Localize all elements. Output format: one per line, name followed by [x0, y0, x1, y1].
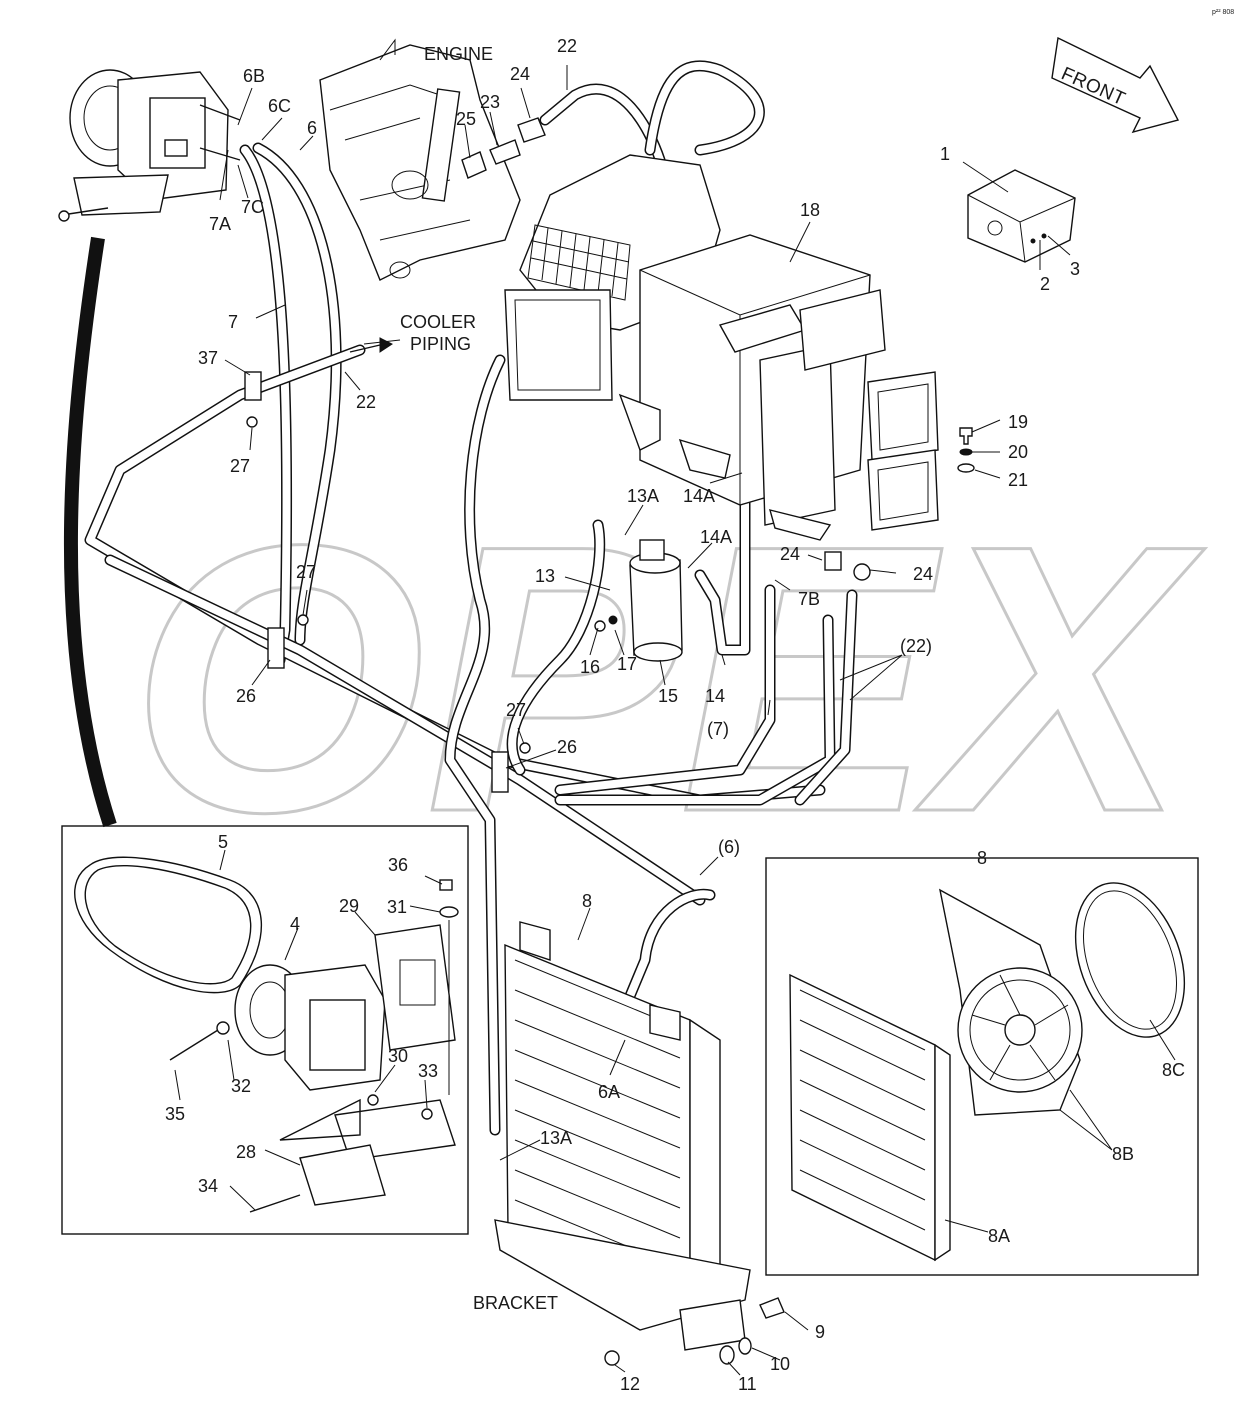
callout: (7): [707, 719, 729, 739]
callout: 8C: [1162, 1060, 1185, 1080]
callout: 4: [290, 914, 300, 934]
callout: 6: [307, 118, 317, 138]
switch-box-1: [967, 169, 1076, 263]
callout: 7: [228, 312, 238, 332]
callout: 21: [1008, 470, 1028, 490]
inset-condenser-fan-detail: [765, 857, 1199, 1276]
callout: 36: [388, 855, 408, 875]
callout: 31: [387, 897, 407, 917]
callout: 26: [236, 686, 256, 706]
callout: 24: [510, 64, 530, 84]
callout: 12: [620, 1374, 640, 1394]
engine-label: ENGINE: [424, 44, 493, 64]
callout: 13A: [627, 486, 659, 506]
callout: 6A: [598, 1082, 620, 1102]
condenser-8: [494, 921, 785, 1366]
watermark: OPEX: [130, 466, 1206, 891]
leader-lines: [174, 65, 1198, 1376]
callout: 35: [165, 1104, 185, 1124]
callout: 14: [705, 686, 725, 706]
callout-numbers: 1 2 3 4 5 6 6A 6B 6C (6) 7 7A 7B 7C (7) …: [165, 36, 1185, 1394]
callout: 7C: [241, 197, 264, 217]
callout: 7A: [209, 214, 231, 234]
callout: (22): [900, 636, 932, 656]
heater-unit-18: [504, 154, 939, 541]
inset-compressor-detail: [61, 825, 469, 1235]
callout: 15: [658, 686, 678, 706]
callout: 13: [535, 566, 555, 586]
callout: 17: [617, 654, 637, 674]
callout: 23: [480, 92, 500, 112]
callout: 8: [977, 848, 987, 868]
callout: 1: [940, 144, 950, 164]
callout: 16: [580, 657, 600, 677]
cooler-piping-arrow: [349, 337, 393, 353]
fittings-24-right: [824, 551, 871, 581]
callout: 29: [339, 896, 359, 916]
fittings-23-25: [461, 117, 546, 179]
callout: 33: [418, 1061, 438, 1081]
callout: 22: [356, 392, 376, 412]
callout: 9: [815, 1322, 825, 1342]
callout: 25: [456, 109, 476, 129]
clamp-37: [244, 371, 262, 401]
callout: 13A: [540, 1128, 572, 1148]
compressor-top: [58, 69, 241, 222]
callout: 5: [218, 832, 228, 852]
callout: 14A: [683, 486, 715, 506]
piping-label: PIPING: [410, 334, 471, 354]
bolts-27: [246, 416, 531, 754]
callout: 30: [388, 1046, 408, 1066]
callout: 26: [557, 737, 577, 757]
callout: 32: [231, 1076, 251, 1096]
corner-code: p²² 808: [1212, 9, 1234, 16]
belt-link-arc: [63, 236, 117, 828]
callout: 28: [236, 1142, 256, 1162]
callout: 18: [800, 200, 820, 220]
callout: 7B: [798, 589, 820, 609]
bolt-stack-19-21: [957, 427, 975, 473]
callout: 6C: [268, 96, 291, 116]
callout: 6B: [243, 66, 265, 86]
callout: 3: [1070, 259, 1080, 279]
text-annotations: ENGINE COOLER PIPING BRACKET: [400, 44, 558, 1313]
clamp-26-a: [267, 627, 285, 669]
callout: 20: [1008, 442, 1028, 462]
callout: 27: [230, 456, 250, 476]
callout: 19: [1008, 412, 1028, 432]
grille: [527, 224, 631, 301]
callout: 10: [770, 1354, 790, 1374]
engine-sketch: [319, 38, 521, 281]
hose-lines: [84, 60, 858, 1136]
bracket-label: BRACKET: [473, 1293, 558, 1313]
callout: 24: [913, 564, 933, 584]
callout: 8A: [988, 1226, 1010, 1246]
clamp-26-b: [491, 751, 509, 793]
callout: 2: [1040, 274, 1050, 294]
callout: 37: [198, 348, 218, 368]
callout: 34: [198, 1176, 218, 1196]
callout: 27: [296, 562, 316, 582]
front-direction-arrow: FRONT: [1051, 36, 1180, 134]
callout: 24: [780, 544, 800, 564]
callout: 8B: [1112, 1144, 1134, 1164]
cooler-label: COOLER: [400, 312, 476, 332]
callout: 22: [557, 36, 577, 56]
receiver-drier-15: [594, 539, 683, 662]
callout: 8: [582, 891, 592, 911]
callout: 27: [506, 700, 526, 720]
callout: 14A: [700, 527, 732, 547]
callout: 11: [738, 1374, 757, 1394]
callout: (6): [718, 837, 740, 857]
